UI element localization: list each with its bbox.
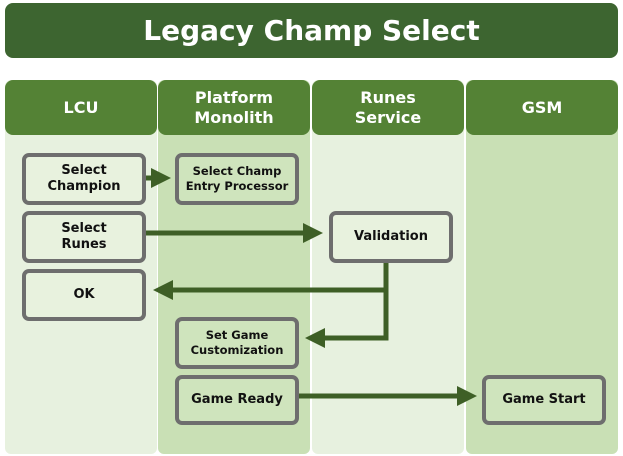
lane-header-platform-monolith: Platform Monolith (158, 80, 310, 135)
game-ready-box: Game Ready (175, 375, 299, 425)
diagram-title: Legacy Champ Select (5, 3, 618, 58)
lane-header-runes-service: Runes Service (312, 80, 464, 135)
set-game-customization-box: Set Game Customization (175, 317, 299, 369)
select-runes-box: Select Runes (22, 211, 146, 263)
arrow-validation-to-customization (305, 290, 389, 348)
select-champion-box: Select Champion (22, 153, 146, 205)
game-start-box: Game Start (482, 375, 606, 425)
validation-box: Validation (329, 211, 453, 263)
lane-header-gsm: GSM (466, 80, 618, 135)
arrow-validation-to-ok (153, 262, 389, 300)
lane-lcu (5, 80, 157, 454)
lane-header-lcu: LCU (5, 80, 157, 135)
entry-processor-box: Select Champ Entry Processor (175, 153, 299, 205)
ok-box: OK (22, 269, 146, 321)
